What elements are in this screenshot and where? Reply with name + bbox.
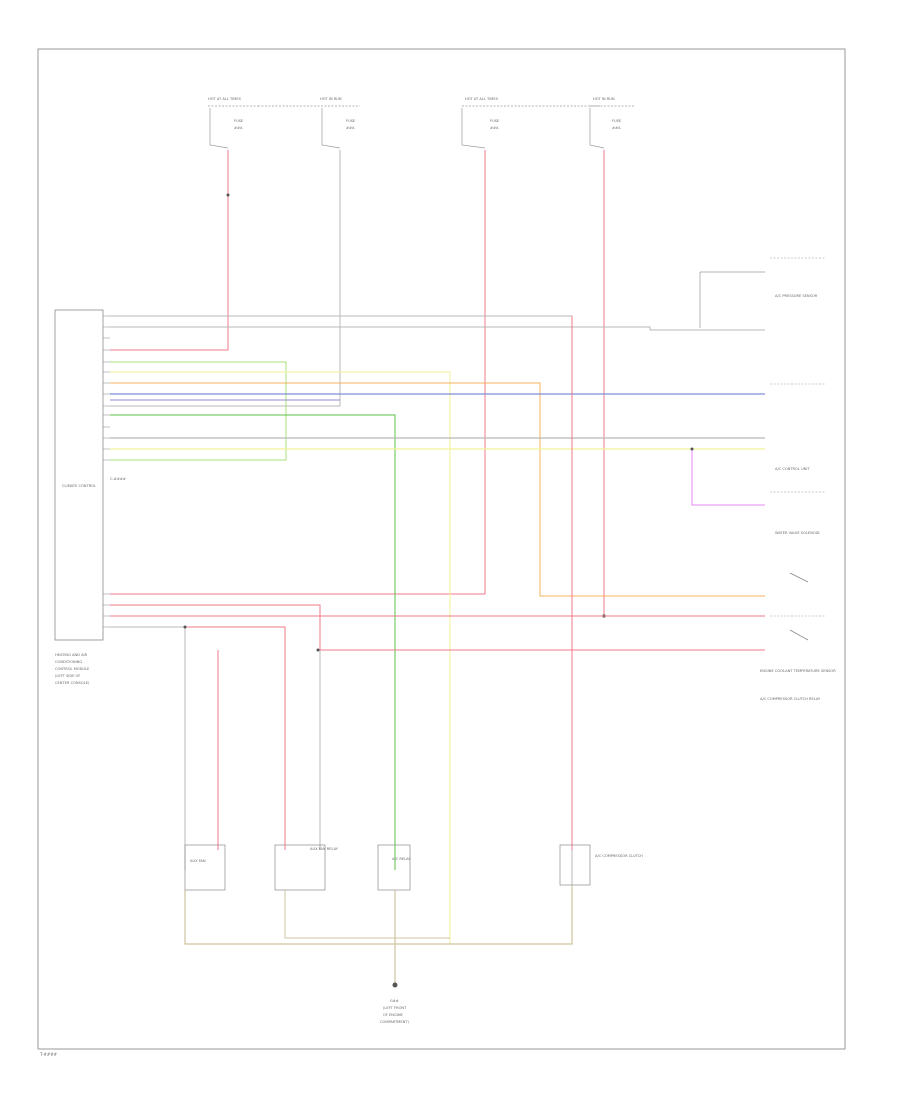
fuse-2: HOT IN RUN FUSE ##A <box>258 97 360 149</box>
aux-fan: AUX FAN <box>184 844 226 891</box>
splice-relay <box>316 648 320 652</box>
fuse-4: HOT IN RUN FUSE ##A <box>589 97 635 149</box>
fuse-1-amps: ##A <box>234 126 243 130</box>
fuse-4-header: HOT IN RUN <box>593 97 615 101</box>
fuse-2-header: HOT IN RUN <box>320 97 342 101</box>
fuse-1-header: HOT AT ALL TIMES <box>208 97 242 101</box>
fuse-3-label: FUSE <box>490 119 500 123</box>
coolant-temperature-sensor: ENGINE COOLANT TEMPERATURE SENSOR <box>760 572 836 673</box>
wire-red-orange <box>110 382 765 597</box>
wire-fuse-2-feed <box>110 150 341 407</box>
fuse-3-amps: ##A <box>490 126 499 130</box>
ac-pressure-sensor-label: A/C PRESSURE SENSOR <box>775 294 818 298</box>
ac-relay-label: A/C RELAY <box>392 857 411 861</box>
wire-gray-2 <box>110 326 765 331</box>
wire-red-2 <box>110 604 765 651</box>
module-connector: C-#### <box>110 477 126 481</box>
ground-label-1: G## <box>390 999 399 1003</box>
wire-fuse-1-feed <box>110 150 229 351</box>
ground-label-3: OF ENGINE <box>383 1013 404 1017</box>
wire-red-relay <box>185 626 286 850</box>
ground-label-4: COMPARTMENT) <box>380 1020 410 1024</box>
fuse-2-amps: ##A <box>346 126 355 130</box>
fuse-4-amps: ##A <box>612 126 621 130</box>
ac-compressor-clutch-relay: A/C COMPRESSOR CLUTCH RELAY <box>760 697 821 701</box>
module-location-line-5: CENTER CONSOLE) <box>55 681 90 685</box>
wire-fuse-3-feed <box>110 150 486 595</box>
fuse-3: HOT AT ALL TIMES FUSE ##A <box>461 97 600 149</box>
splice-fuse-1 <box>226 193 230 197</box>
water-valve-solenoid-label: WATER VALVE SOLENOID <box>775 531 820 535</box>
ac-pressure-sensor: A/C PRESSURE SENSOR <box>699 257 825 328</box>
water-valve-solenoid: WATER VALVE SOLENOID <box>770 491 825 535</box>
wire-gray-top <box>110 315 573 944</box>
clutch-relay-label: A/C COMPRESSOR CLUTCH RELAY <box>760 697 821 701</box>
aux-fan-relay: AUX FAN RELAY <box>274 844 339 891</box>
wire-gray-4 <box>110 626 186 870</box>
coolant-sensor-label: ENGINE COOLANT TEMPERATURE SENSOR <box>760 669 836 673</box>
splice-magenta <box>690 447 694 451</box>
wire-green-1 <box>110 361 287 461</box>
module-name: CLIMATE CONTROL <box>62 484 96 488</box>
module-location-line-2: CONDITIONING <box>55 660 82 664</box>
compressor-clutch-label: A/C COMPRESSOR CLUTCH <box>595 854 643 858</box>
module-location-line-1: HEATING AND AIR <box>55 653 88 657</box>
wire-ground-bus <box>184 885 573 945</box>
ground-label-2: (LEFT FRONT <box>383 1006 407 1010</box>
wire-ground-2 <box>284 890 450 939</box>
ac-relay: A/C RELAY <box>377 844 411 891</box>
module-pins <box>103 315 110 628</box>
fuse-1: HOT AT ALL TIMES FUSE ##A <box>208 97 258 149</box>
climate-control-module: CLIMATE CONTROL C-#### HEATING AND AIR C… <box>54 309 126 685</box>
fuse-4-label: FUSE <box>612 119 622 123</box>
fuse-2-label: FUSE <box>346 119 356 123</box>
fuse-1-label: FUSE <box>234 119 244 123</box>
diagram-frame <box>37 48 846 1050</box>
wire-yellow-1 <box>110 371 451 944</box>
ac-compressor-clutch: A/C COMPRESSOR CLUTCH <box>559 844 643 886</box>
aux-fan-label: AUX FAN <box>190 859 206 863</box>
footer-code: T-#### <box>39 1052 58 1057</box>
splice-module-left <box>183 625 187 629</box>
aux-fan-relay-label: AUX FAN RELAY <box>310 847 339 851</box>
ground-symbol <box>392 982 398 988</box>
module-location-line-3: CONTROL MODULE <box>55 667 90 671</box>
wire-magenta <box>691 449 765 506</box>
module-location-line-4: (LEFT SIDE OF <box>55 674 80 678</box>
fuse-3-header: HOT AT ALL TIMES <box>465 97 499 101</box>
wire-dark-green <box>110 414 396 870</box>
ac-control-unit-label: A/C CONTROL UNIT <box>775 467 810 471</box>
ac-control-unit: A/C CONTROL UNIT <box>770 383 825 471</box>
